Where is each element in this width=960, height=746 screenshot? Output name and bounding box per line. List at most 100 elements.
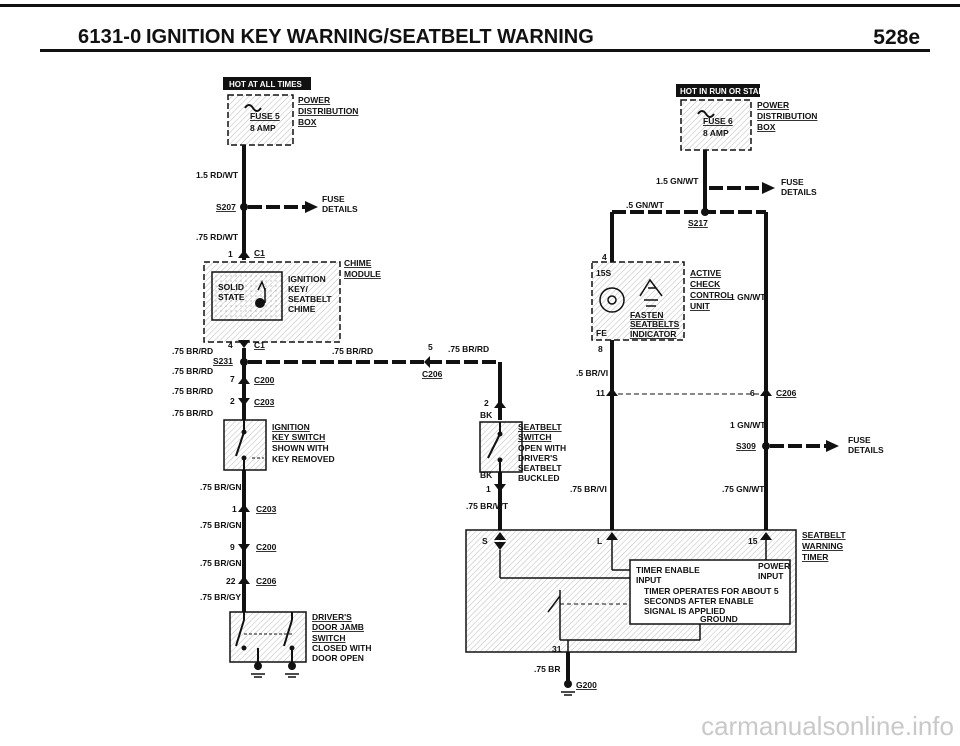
wire-label-75brgn-a: .75 BR/GN	[200, 482, 242, 492]
check-control-label-3: CONTROL	[690, 290, 732, 300]
arrow-fuse-details-right	[762, 182, 775, 194]
wire-label-1gnwt-a: 1 GN/WT	[730, 292, 766, 302]
details-label-r2: DETAILS	[848, 445, 884, 455]
pin-2a-label: 2	[230, 396, 235, 406]
door-switch-label-1: DRIVER'S	[312, 612, 352, 622]
model-number: 528e	[873, 26, 920, 49]
distribution-label-right: DISTRIBUTION	[757, 111, 817, 121]
connector-c206-c-right	[760, 388, 772, 396]
wire-label-1gnwt-b: 1 GN/WT	[730, 420, 766, 430]
svg-text:SOLID: SOLID	[218, 282, 244, 292]
connector-c206-b	[238, 576, 250, 584]
ignition-switch-label-2: KEY SWITCH	[272, 432, 325, 442]
connector-c200-b	[238, 544, 250, 552]
connector-c1-top	[238, 250, 250, 258]
seatbelt-switch	[479, 421, 523, 473]
connector-c203a-label: C203	[254, 397, 275, 407]
door-switch-label-4: CLOSED WITH	[312, 643, 372, 653]
chime-label: CHIME	[344, 258, 372, 268]
wire-label-75brwt: .75 BR/WT	[466, 501, 509, 511]
pin-9-label: 9	[230, 542, 235, 552]
svg-text:INPUT: INPUT	[636, 575, 662, 585]
box-label-left: BOX	[298, 117, 317, 127]
svg-text:HOT AT ALL TIMES: HOT AT ALL TIMES	[229, 80, 303, 89]
wire-label-75brrd-a: .75 BR/RD	[172, 346, 213, 356]
connector-c206b-label: C206	[256, 576, 277, 586]
pin-31-label: 31	[552, 644, 562, 654]
svg-text:INPUT: INPUT	[758, 571, 784, 581]
wire-label-75brrd-e: .75 BR/RD	[172, 386, 213, 396]
svg-text:L: L	[597, 536, 602, 546]
page-header: 6131-0 IGNITION KEY WARNING/SEATBELT WAR…	[0, 0, 960, 56]
fuse-5-box: FUSE 5 8 AMP	[227, 94, 294, 146]
box-label-right: BOX	[757, 122, 776, 132]
ground-label-g200: G200	[576, 680, 597, 690]
wire-label-75brvi: .75 BR/VI	[570, 484, 607, 494]
timer-label-3: TIMER	[802, 552, 828, 562]
connector-c206a-label: C206	[422, 369, 443, 379]
door-switch-label-3: SWITCH	[312, 633, 346, 643]
connector-c203-b	[238, 504, 250, 512]
pin-22-label: 22	[226, 576, 236, 586]
svg-text:TIMER ENABLE: TIMER ENABLE	[636, 565, 700, 575]
svg-text:STATE: STATE	[218, 292, 245, 302]
svg-text:SEATBELTS: SEATBELTS	[630, 319, 680, 329]
svg-text:S: S	[482, 536, 488, 546]
svg-text:SEATBELT: SEATBELT	[288, 294, 332, 304]
power-label-left: POWER	[298, 95, 330, 105]
timer-label-1: SEATBELT	[802, 530, 846, 540]
splice-label-s231: S231	[213, 356, 233, 366]
pin-1b-label: 1	[232, 504, 237, 514]
svg-text:SIGNAL IS APPLIED: SIGNAL IS APPLIED	[644, 606, 725, 616]
seatbelt-switch-label-5: SEATBELT	[518, 463, 562, 473]
chime-module: SOLID STATE IGNITION KEY/ SEATBELT CHIME	[203, 261, 341, 343]
connector-sb-bottom	[494, 484, 506, 492]
svg-text:INDICATOR: INDICATOR	[630, 329, 676, 339]
details-label-left: DETAILS	[322, 204, 358, 214]
wire-label-75brrd-b: .75 BR/RD	[172, 366, 213, 376]
details-label-right: DETAILS	[781, 187, 817, 197]
header-top-rule	[0, 4, 960, 7]
splice-label-s217: S217	[688, 218, 708, 228]
fuse-details-label-r2: FUSE	[848, 435, 871, 445]
seatbelt-switch-label-2: SWITCH	[518, 432, 552, 442]
wire-label-5brvi: .5 BR/VI	[576, 368, 608, 378]
svg-text:8 AMP: 8 AMP	[703, 128, 729, 138]
pin-11-label: 11	[596, 388, 605, 398]
wire-label-75brrd-d: .75 BR/RD	[448, 344, 489, 354]
ignition-switch-label-3: SHOWN WITH	[272, 443, 329, 453]
connector-c200b-label: C200	[256, 542, 277, 552]
svg-text:SECONDS AFTER ENABLE: SECONDS AFTER ENABLE	[644, 596, 754, 606]
svg-text:POWER: POWER	[758, 561, 790, 571]
fuse-details-label-left: FUSE	[322, 194, 345, 204]
connector-c203b-label: C203	[256, 504, 277, 514]
connector-c206-c-left	[606, 388, 618, 396]
active-check-control-unit: 15S FASTEN SEATBELTS INDICATOR FE	[591, 261, 685, 341]
connector-c200a-label: C200	[254, 375, 275, 385]
splice-label-s309: S309	[736, 441, 756, 451]
splice-label-s207: S207	[216, 202, 236, 212]
svg-text:15: 15	[748, 536, 758, 546]
wire-label-75brgy: .75 BR/GY	[200, 592, 241, 602]
wire-label-75brgn-b: .75 BR/GN	[200, 520, 242, 530]
svg-text:HOT IN RUN OR START: HOT IN RUN OR START	[680, 87, 769, 96]
header-bottom-rule	[40, 49, 930, 52]
arrow-fuse-details-left	[305, 201, 318, 213]
wire-label-bk-a: BK	[480, 410, 493, 420]
ignition-key-switch	[223, 419, 267, 471]
connector-c1b-label: C1	[254, 340, 265, 350]
fuse-6-box: FUSE 6 8 AMP	[680, 99, 752, 151]
pin-2b-label: 2	[484, 398, 489, 408]
watermark: carmanualsonline.info	[701, 711, 954, 741]
check-control-label-1: ACTIVE	[690, 268, 722, 278]
page-title: IGNITION KEY WARNING/SEATBELT WARNING	[146, 26, 594, 48]
wire-label-75gnwt: .75 GN/WT	[722, 484, 765, 494]
wire-label-15rdwt: 1.5 RD/WT	[196, 170, 239, 180]
power-label-right: POWER	[757, 100, 789, 110]
connector-c1-bottom	[238, 340, 250, 348]
seatbelt-warning-timer: S L 15 TIMER ENABLE INPUT POWER INPUT TI…	[465, 529, 797, 653]
wire-label-75rdwt: .75 RD/WT	[196, 232, 239, 242]
svg-text:FUSE 5: FUSE 5	[250, 111, 280, 121]
svg-text:8 AMP: 8 AMP	[250, 123, 276, 133]
ignition-switch-label-4: KEY REMOVED	[272, 454, 335, 464]
